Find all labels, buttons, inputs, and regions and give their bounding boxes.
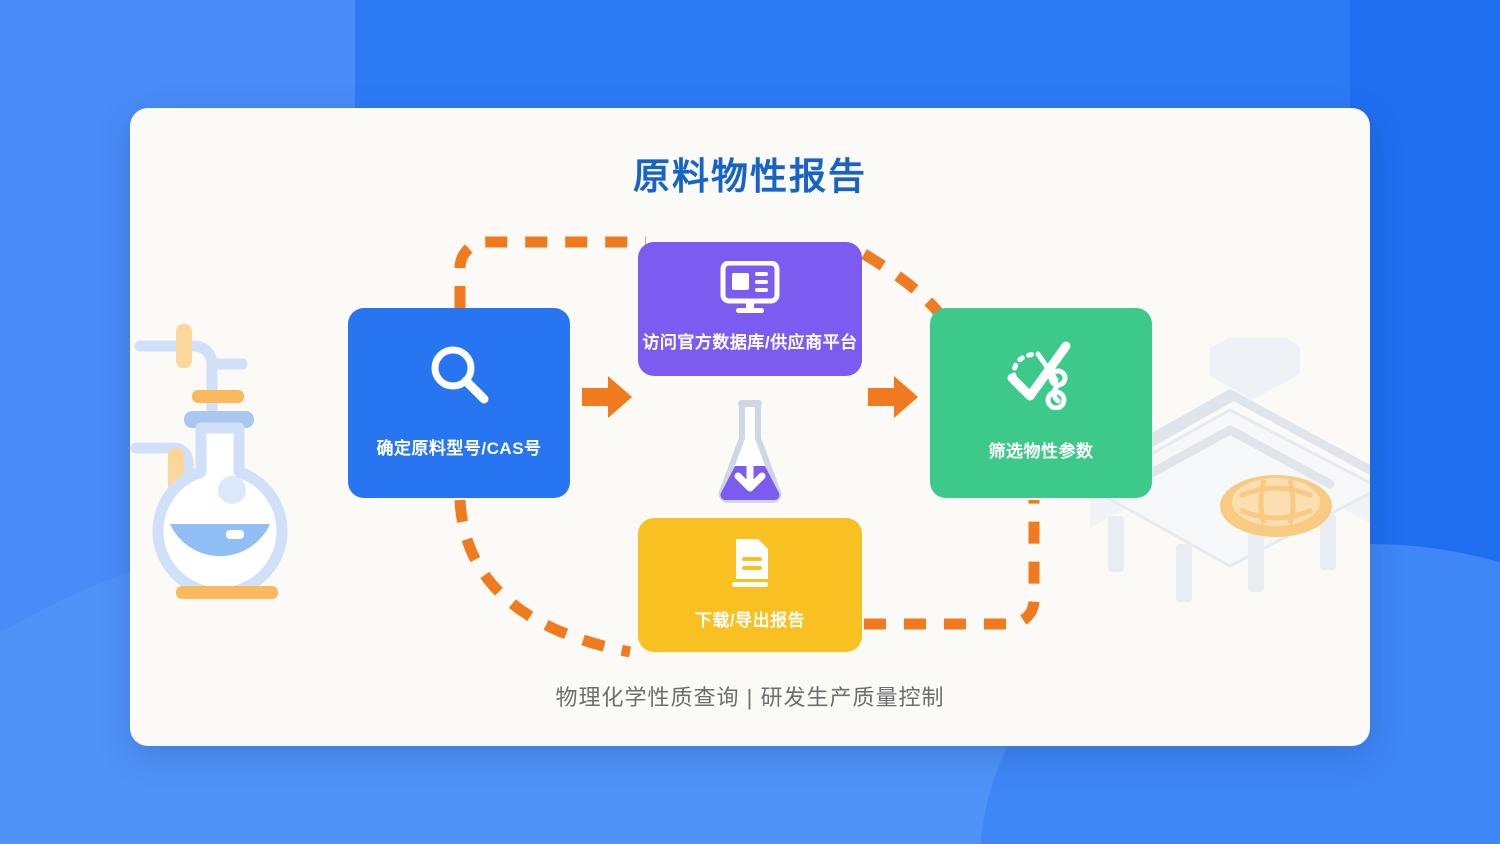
monitor-icon (720, 260, 780, 320)
flow-node-filter[interactable]: 筛选物性参数 (930, 308, 1152, 498)
flow-node-database-label: 访问官方数据库/供应商平台 (642, 333, 858, 352)
arrow-center-to-filter (868, 376, 918, 418)
flow-node-search-label: 确定原料型号/CAS号 (376, 439, 542, 458)
arrow-search-to-center (582, 376, 632, 418)
flow-node-download-label: 下载/导出报告 (694, 611, 806, 630)
document-icon (726, 537, 774, 594)
flow-node-search[interactable]: 确定原料型号/CAS号 (348, 308, 570, 498)
checkmark-scissors-icon (1004, 338, 1078, 415)
magnifier-icon (426, 341, 492, 412)
connector-database-to-filter (861, 249, 949, 324)
flow-node-database[interactable]: 访问官方数据库/供应商平台 (638, 242, 862, 376)
connector-search-to-download (454, 499, 632, 658)
connector-download-to-filter (864, 500, 1040, 630)
connector-search-to-database (454, 236, 646, 308)
page-title: 原料物性报告 (633, 156, 867, 197)
card-footer-text: 物理化学性质查询 | 研发生产质量控制 (555, 685, 945, 710)
flow-node-download[interactable]: 下载/导出报告 (638, 518, 862, 652)
flask-download-icon (716, 398, 784, 504)
flow-node-filter-label: 筛选物性参数 (988, 442, 1094, 461)
content-card: 原料物性报告 (130, 108, 1370, 746)
